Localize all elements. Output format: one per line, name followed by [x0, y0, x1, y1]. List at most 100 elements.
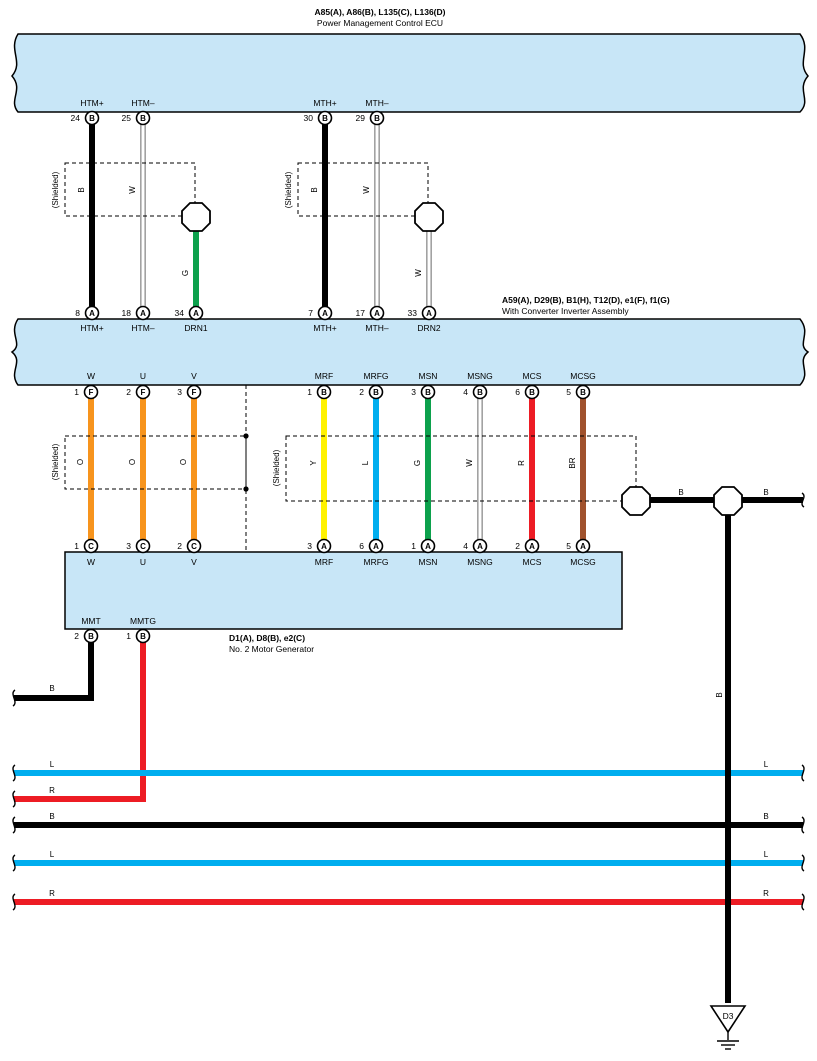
wire-end-break-r2: [12, 893, 16, 911]
motor-top-letter-mcsg: A: [580, 542, 586, 551]
inv-top-connector-34: [188, 305, 204, 321]
wire-color-line5-left: R: [49, 889, 55, 898]
inv-top-letter-34: A: [193, 309, 199, 318]
ecu-pin-label-mth-pos: MTH+: [313, 98, 336, 108]
inv-bot-letter-w: F: [89, 388, 94, 397]
wire-color-msn: G: [413, 460, 422, 466]
inv-top-connector-33: [421, 305, 437, 321]
inv-top-letter-8: A: [89, 309, 95, 318]
inv-bot-letter-u: F: [141, 388, 146, 397]
inv-top-letter-7: A: [322, 309, 328, 318]
inv-top-num-18: 18: [122, 308, 132, 318]
wire-color-line3-right: B: [763, 812, 768, 821]
ground-junction-splice: [713, 486, 743, 516]
inv-top-connector-17: [369, 305, 385, 321]
motor-bot-num-mmtg: 1: [126, 631, 131, 641]
inv-bot-label-u: U: [140, 371, 146, 381]
inv-bot-connector-u: [135, 384, 151, 400]
wire-end-break-l1-right: [801, 764, 805, 782]
ecu-connector-letter-29: B: [374, 114, 380, 123]
shield-box-power: [64, 435, 247, 490]
ecu-pin-label-htm-neg: HTM–: [131, 98, 154, 108]
inv-bot-label-mrfg: MRFG: [363, 371, 388, 381]
motor-top-label-v: V: [191, 557, 197, 567]
ecu-codes: A85(A), A86(B), L135(C), L136(D): [315, 7, 446, 17]
ecu-connector-letter-25: B: [140, 114, 146, 123]
inv-bot-connector-mrfg: [368, 384, 384, 400]
ecu-connector-letter-30: B: [322, 114, 328, 123]
motor-top-letter-u: C: [140, 542, 146, 551]
motor-top-label-mrfg: MRFG: [363, 557, 388, 567]
motor-top-connector-mrfg: [368, 538, 384, 554]
inv-bot-letter-mrfg: B: [373, 388, 379, 397]
inv-bot-num-mrf: 1: [307, 387, 312, 397]
shield-label-resolver: (Shielded): [272, 449, 281, 486]
wire-color-v: O: [179, 459, 188, 465]
inv-bot-letter-msng: B: [477, 388, 483, 397]
inv-bot-num-mcs: 6: [515, 387, 520, 397]
motor-top-letter-msng: A: [477, 542, 483, 551]
wire-color-u: O: [128, 459, 137, 465]
inv-bot-label-msng: MSNG: [467, 371, 493, 381]
inv-bot-label-mrf: MRF: [315, 371, 333, 381]
wire-color-line4-left: L: [50, 850, 55, 859]
motor-bot-letter-mmtg: B: [140, 632, 146, 641]
inv-bot-letter-mcs: B: [529, 388, 535, 397]
inv-top-connector-7: [317, 305, 333, 321]
inv-top-connector-18: [135, 305, 151, 321]
inv-top-num-8: 8: [75, 308, 80, 318]
inv-top-num-33: 33: [408, 308, 418, 318]
motor-top-connector-mcs: [524, 538, 540, 554]
inv-bot-num-msn: 3: [411, 387, 416, 397]
motor-top-letter-mrf: A: [321, 542, 327, 551]
motor-top-label-mcsg: MCSG: [570, 557, 596, 567]
wire-end-break-r2-right: [801, 893, 805, 911]
inv-bot-num-w: 1: [74, 387, 79, 397]
wire-color-shield-ground-2: B: [763, 488, 768, 497]
wire-color-w: O: [76, 459, 85, 465]
inv-bot-letter-msn: B: [425, 388, 431, 397]
motor-bot-letter-mmt: B: [88, 632, 94, 641]
ground-point-triangle: [709, 1005, 747, 1034]
ecu-connector-letter-24: B: [89, 114, 95, 123]
wire-color-drn2: W: [414, 269, 423, 277]
ecu-connector-30: [317, 110, 333, 126]
wire-end-break-b1-right: [801, 816, 805, 834]
inv-bot-letter-mrf: B: [321, 388, 327, 397]
inv-bot-label-mcsg: MCSG: [570, 371, 596, 381]
inv-top-num-34: 34: [175, 308, 185, 318]
ecu-component: [11, 33, 809, 113]
shield-label-htm: (Shielded): [51, 171, 60, 208]
drain-splice-2: [414, 202, 444, 232]
motor-codes: D1(A), D8(B), e2(C): [229, 633, 305, 643]
wire-end-break-r1: [12, 790, 16, 808]
motor-top-num-msn: 1: [411, 541, 416, 551]
inv-top-num-7: 7: [308, 308, 313, 318]
motor-bot-label-mmt: MMT: [81, 616, 100, 626]
wire-mmt: [14, 636, 94, 701]
wire-color-ground-drop: B: [715, 692, 724, 697]
wire-color-line5-right: R: [763, 889, 769, 898]
inverter-name: With Converter Inverter Assembly: [502, 306, 629, 316]
shield-power-junction-bottom: [243, 486, 249, 492]
inv-bot-connector-w: [83, 384, 99, 400]
motor-top-num-msng: 4: [463, 541, 468, 551]
motor-top-letter-v: C: [191, 542, 197, 551]
shield-ground-splice: [621, 486, 651, 516]
inv-top-label-drn2: DRN2: [417, 323, 440, 333]
ecu-pin-label-mth-neg: MTH–: [365, 98, 388, 108]
inv-bot-connector-msng: [472, 384, 488, 400]
ecu-pin-num-29: 29: [356, 113, 366, 123]
motor-top-connector-v: [186, 538, 202, 554]
motor-top-num-mrf: 3: [307, 541, 312, 551]
ecu-connector-24: [84, 110, 100, 126]
inv-bot-num-mcsg: 5: [566, 387, 571, 397]
shield-label-power: (Shielded): [51, 443, 60, 480]
shield-box-resolver: [285, 435, 637, 502]
inv-top-label-drn1: DRN1: [184, 323, 207, 333]
motor-top-letter-msn: A: [425, 542, 431, 551]
inv-bot-num-mrfg: 2: [359, 387, 364, 397]
motor-top-label-msn: MSN: [419, 557, 438, 567]
wire-color-htm-pos: B: [77, 187, 86, 192]
inv-bot-num-u: 2: [126, 387, 131, 397]
